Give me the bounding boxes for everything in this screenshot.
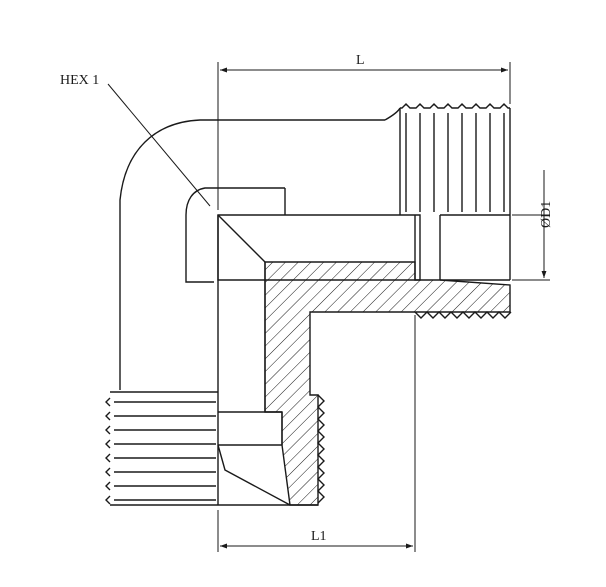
left-thread	[105, 391, 218, 506]
thread-tooth	[105, 467, 111, 477]
thread-tooth	[105, 439, 111, 449]
hatched-wall	[264, 261, 511, 506]
thread-tooth	[105, 411, 111, 421]
thread-tooth	[105, 453, 111, 463]
thread-tooth	[105, 397, 111, 407]
dimension-l1: L1	[217, 315, 416, 552]
hex-label: HEX 1	[60, 73, 99, 88]
elbow-body	[119, 107, 401, 390]
thread-tooth	[105, 495, 111, 505]
right-thread	[399, 103, 511, 280]
length-label: L	[356, 53, 365, 68]
dimension-l: L	[217, 53, 511, 210]
dimension-d1: ØD1	[512, 170, 554, 281]
length1-label: L1	[311, 529, 327, 544]
section-view	[217, 214, 512, 506]
thread-tooth	[105, 481, 111, 491]
thread-tooth	[105, 425, 111, 435]
hex-callout: HEX 1	[60, 73, 211, 207]
diameter-label: ØD1	[539, 201, 554, 228]
